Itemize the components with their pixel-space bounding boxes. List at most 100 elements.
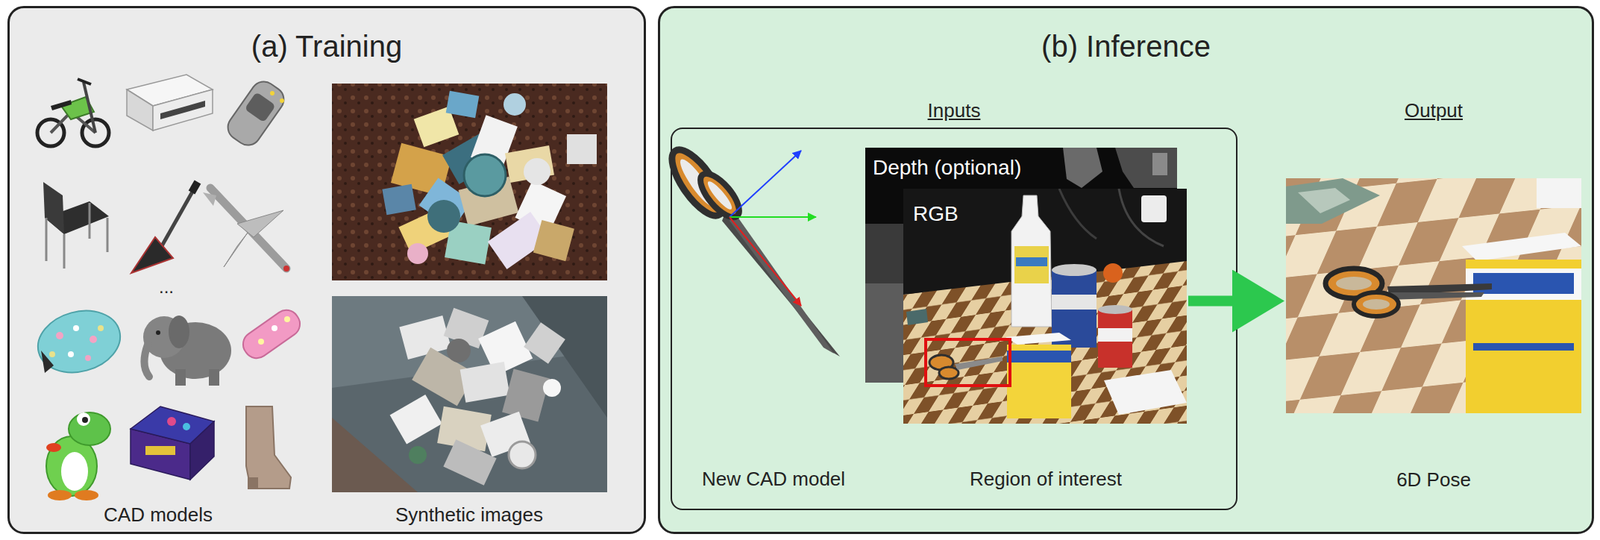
yoshi-model-part: [46, 443, 62, 453]
car-model-part: [223, 76, 289, 150]
car-model-part: [244, 91, 276, 123]
depth-map-part: [865, 283, 904, 383]
inputs-box: Inputs Depth (optional): [670, 127, 1238, 511]
synthetic-image-part: [331, 296, 608, 493]
yoshi-model-part: [47, 490, 72, 501]
pillow-model-part: [97, 325, 104, 332]
sugar-box-part: [1005, 332, 1072, 345]
elephant-model-part: [208, 369, 220, 386]
printer-model-part: [160, 100, 206, 120]
coordinate-axes-part: [729, 216, 817, 218]
coordinate-axes-part: [729, 217, 802, 306]
depth-map-part: [1062, 147, 1103, 188]
clutter-objects-part: [427, 199, 461, 233]
box-model-part: [167, 416, 177, 426]
depth-map-part: [865, 223, 904, 383]
clutter-objects-part: [390, 394, 443, 444]
airplane-model-part: [223, 232, 248, 268]
bottle: [1011, 195, 1052, 327]
box-model-part: [145, 446, 176, 456]
synthetic-image: [331, 296, 608, 493]
node-heading: Inputs: [672, 99, 1236, 123]
sugar-box-part: [1465, 259, 1582, 414]
pose-result-photo-part: [1536, 178, 1582, 209]
car-model-part: [270, 91, 275, 96]
scissors-cad-model: [671, 134, 851, 373]
clutter-objects-part: [460, 361, 511, 403]
yoshi-model-part: [74, 490, 99, 501]
depth-map-part: [1115, 147, 1178, 188]
clutter-objects: [381, 91, 597, 270]
airplane-model: [202, 187, 290, 272]
scissors-posed-part: [1353, 292, 1399, 317]
sugar-box: [1462, 232, 1582, 414]
pillow-model-part: [89, 335, 97, 344]
sugar-box-part: [1473, 273, 1574, 294]
yoshi-model-part: [76, 412, 91, 426]
chair-model: [43, 182, 109, 269]
motorbike-model-part: [77, 79, 92, 85]
rgb-photo-part: [1141, 195, 1167, 223]
blue-can-part: [1051, 264, 1097, 276]
clutter-objects-part: [533, 220, 575, 262]
motorbike-model-part: [50, 99, 72, 111]
coordinate-axes: [729, 150, 817, 306]
guitar-model: [131, 180, 201, 274]
clutter-objects-part: [543, 378, 561, 397]
caption-label: ...: [158, 276, 174, 299]
elephant-model-part: [143, 344, 150, 377]
red-can-part: [1097, 305, 1133, 315]
node-heading: Output: [1285, 99, 1582, 123]
pillow-model-part: [31, 302, 128, 382]
guitar-model-part: [159, 186, 196, 250]
motorbike-model-part: [83, 82, 96, 133]
scissors-in-scene-part: [939, 366, 959, 379]
caption-label: New CAD model: [701, 467, 846, 491]
box-model: [130, 406, 215, 480]
scissors-posed-part: [1335, 276, 1372, 291]
printer-model: [126, 74, 213, 131]
pose-result-photo-part: [1285, 178, 1380, 224]
red-can: [1097, 305, 1133, 368]
yoshi-model-part: [61, 452, 89, 491]
pencil-case-model-part: [237, 305, 305, 364]
elephant-model-part: [168, 315, 190, 349]
depth-map-part: [1152, 152, 1168, 176]
scissors-handles-part: [693, 167, 746, 224]
bottle-part: [1011, 195, 1052, 327]
rgb-photo-part: [1059, 188, 1097, 239]
printer-model-part: [126, 89, 153, 131]
node-heading: RGB: [903, 201, 1187, 227]
chair-model-part: [88, 202, 92, 239]
airplane-model-part: [237, 210, 284, 238]
sugar-box-part: [1006, 350, 1072, 363]
rgb-photo-part: [906, 308, 928, 326]
clutter-objects-part: [446, 91, 480, 118]
clutter-objects: [390, 308, 566, 486]
yoshi-model-part: [82, 416, 89, 423]
elephant-model-part: [175, 369, 186, 386]
clutter-objects-part: [381, 184, 416, 215]
synthetic-image: [331, 83, 608, 281]
caption-label: Region of interest: [969, 467, 1122, 491]
sugar-box: [1005, 332, 1072, 419]
pillow-model: [31, 302, 128, 382]
chair-model-part: [63, 234, 66, 269]
node-heading: Depth (optional): [865, 155, 1178, 181]
output-image: Output6D Pose: [1285, 178, 1582, 414]
box-model-part: [190, 421, 215, 480]
rgb-photo-part: [1103, 369, 1187, 415]
caption-text: CAD models: [103, 503, 213, 526]
scissors-in-scene: [929, 355, 1003, 379]
sugar-box-part: [1006, 344, 1072, 419]
printer-model-part: [152, 89, 213, 131]
chair-model-part: [45, 217, 48, 262]
inference-panel: (b) Inference Inputs Depth (optional): [657, 5, 1595, 535]
clutter-objects-part: [407, 243, 429, 265]
pencil-case-model-part: [258, 338, 265, 345]
airplane-model-part: [283, 265, 290, 272]
scissors-posed-part: [1385, 292, 1485, 300]
pillow-model-part: [55, 331, 64, 340]
boot-model: [246, 406, 291, 490]
